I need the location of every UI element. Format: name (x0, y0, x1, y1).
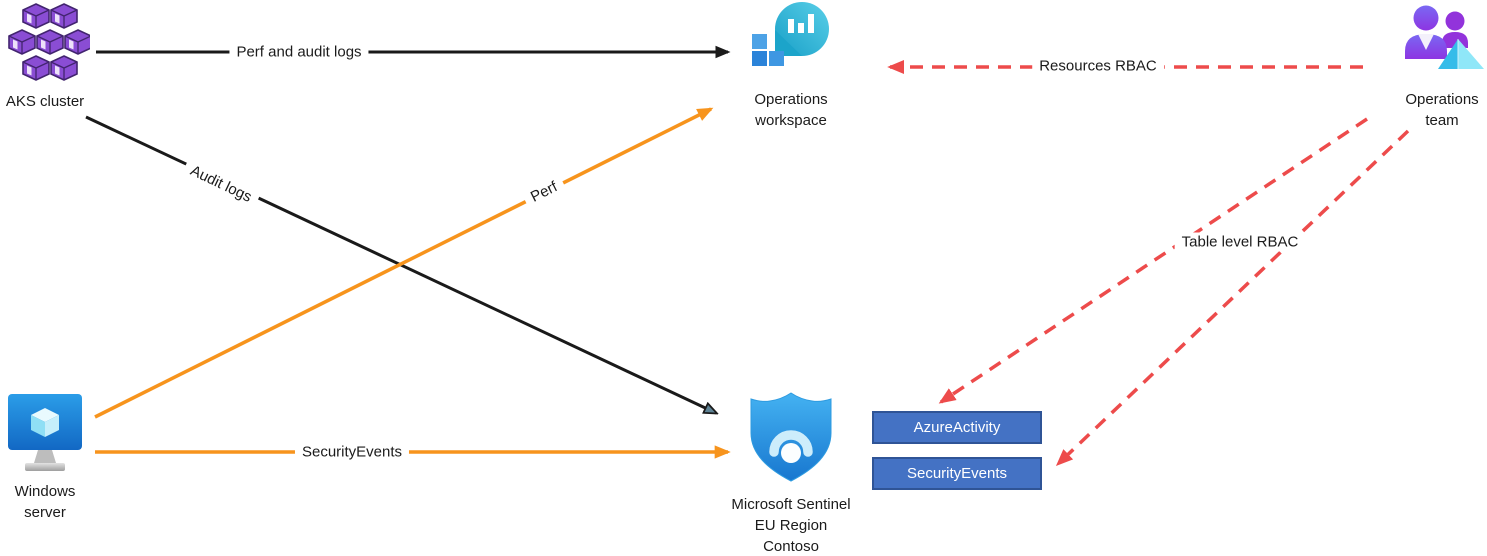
aks-cluster-label-text: AKS cluster (5, 93, 85, 110)
edge-label-resources-rbac: Resources RBAC (1032, 56, 1164, 76)
edge-table-rbac-securityevents-line (1055, 129, 1410, 466)
edge-label-resources-rbac-text: Resources RBAC (1039, 57, 1157, 75)
microsoft-sentinel-label-line2: EU Region (754, 517, 828, 534)
azureactivity-table-box: AzureActivity (872, 411, 1042, 444)
edge-label-perf-and-audit-logs-text: Perf and audit logs (236, 43, 362, 61)
windows-server-label-line1: Windows (14, 483, 76, 500)
microsoft-sentinel-label-line3: Contoso (763, 538, 819, 555)
operations-team-label: Operations team (1390, 89, 1487, 131)
operations-workspace-label: Operations workspace (731, 89, 851, 131)
windows-server-label-line2: server (24, 504, 66, 521)
log-analytics-workspace-icon (745, 1, 831, 81)
operations-workspace-label-line1: Operations (754, 91, 828, 108)
microsoft-sentinel-label-line1: Microsoft Sentinel (731, 496, 851, 513)
aks-cluster-label: AKS cluster (0, 91, 98, 112)
securityevents-table-box: SecurityEvents (872, 457, 1042, 490)
operations-team-label-line1: Operations (1405, 91, 1479, 108)
operations-workspace-label-line2: workspace (755, 112, 827, 129)
operations-team-label-line2: team (1425, 112, 1459, 129)
aks-cluster-icon (6, 3, 92, 81)
edge-label-table-level-rbac: Table level RBAC (1174, 232, 1306, 252)
edge-perf-line (94, 107, 714, 419)
windows-server-icon (6, 392, 86, 476)
microsoft-sentinel-label: Microsoft Sentinel EU Region Contoso (700, 494, 882, 556)
operations-team-icon (1396, 3, 1487, 71)
sentinel-shield-icon (746, 388, 836, 488)
edge-table-rbac-azureactivity-line (938, 117, 1368, 404)
edge-label-securityevents-text: SecurityEvents (301, 443, 403, 461)
edge-label-perf-and-audit-logs: Perf and audit logs (229, 42, 369, 62)
securityevents-table-label: SecurityEvents (906, 465, 1008, 482)
windows-server-label: Windows server (0, 481, 95, 523)
edge-label-table-level-rbac-text: Table level RBAC (1181, 233, 1299, 251)
azureactivity-table-label: AzureActivity (913, 419, 1001, 436)
edge-label-securityevents: SecurityEvents (294, 442, 410, 462)
